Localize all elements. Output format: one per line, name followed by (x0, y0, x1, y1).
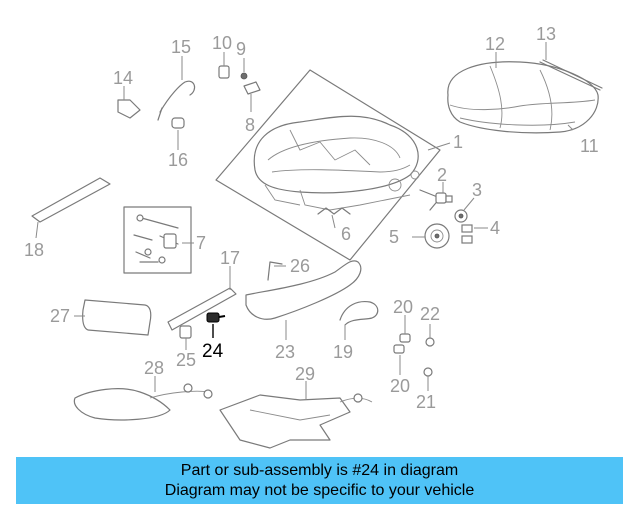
part-27-pad (82, 299, 152, 336)
callout-labels: 1 2 3 4 5 6 7 8 9 10 11 12 13 14 15 16 1… (24, 24, 599, 412)
part-17-rail (167, 287, 237, 331)
part-11-cushion (447, 61, 599, 134)
callout-20-upper: 20 (393, 297, 413, 317)
callout-1: 1 (453, 132, 463, 152)
part-23-side-shield (245, 260, 362, 320)
callout-25: 25 (176, 350, 196, 370)
callout-10: 10 (212, 33, 232, 53)
part-24-screw (206, 312, 226, 323)
callout-2: 2 (437, 165, 447, 185)
banner-line-disclaimer: Diagram may not be specific to your vehi… (164, 482, 475, 499)
callout-11: 11 (580, 136, 599, 156)
leader-lines (35, 42, 574, 400)
callout-26: 26 (290, 256, 310, 276)
part-info-banner: Part or sub-assembly is #24 in diagram D… (16, 457, 623, 504)
callout-17: 17 (220, 248, 240, 268)
part-18-trim (31, 177, 111, 223)
callout-5: 5 (389, 227, 399, 247)
part-5-recliner (424, 223, 450, 249)
callout-15: 15 (171, 37, 191, 57)
callout-27: 27 (50, 306, 70, 326)
part-2-bracket (435, 192, 453, 204)
part-28-harness (73, 383, 213, 421)
part-3-nut (454, 209, 468, 223)
callout-14: 14 (113, 68, 133, 88)
part-16-knob (171, 117, 185, 129)
callout-7: 7 (196, 233, 206, 253)
callout-29: 29 (295, 364, 315, 384)
part-25-bushing (179, 325, 192, 339)
callout-24: 24 (202, 341, 224, 362)
callout-16: 16 (168, 150, 188, 170)
part-14-cover (117, 99, 141, 119)
part-20-screw-lower (393, 344, 405, 354)
callout-9: 9 (236, 39, 246, 59)
part-7-hardware-kit (123, 206, 192, 274)
part-10-screw (218, 65, 230, 79)
callout-12: 12 (485, 34, 505, 54)
part-21-clip (423, 367, 433, 377)
callout-4: 4 (490, 218, 500, 238)
callout-13: 13 (536, 24, 556, 44)
banner-line-part: Part or sub-assembly is #24 in diagram (180, 462, 459, 479)
part-19-handle (339, 300, 379, 326)
part-22-clip (425, 337, 435, 347)
callout-8: 8 (245, 115, 255, 135)
callout-20-lower: 20 (390, 376, 410, 396)
callout-18: 18 (24, 240, 44, 260)
part-1-seat-frame (215, 69, 441, 261)
part-15-cable (157, 80, 196, 121)
callout-21: 21 (416, 392, 436, 412)
callout-23: 23 (275, 342, 295, 362)
part-26-bolt (267, 261, 283, 281)
part-8-clip (243, 81, 261, 95)
seat-parts-diagram: 1 2 3 4 5 6 7 8 9 10 11 12 13 14 15 16 1… (24, 24, 603, 449)
callout-3: 3 (472, 180, 482, 200)
part-4-bolt (461, 224, 473, 244)
part-29-heater-mat (219, 393, 373, 449)
part-9-nut (240, 72, 248, 80)
callout-6: 6 (341, 224, 351, 244)
part-13-wire (539, 59, 603, 91)
part-6-spring (317, 207, 351, 215)
callout-22: 22 (420, 304, 440, 324)
part-20-screw-upper (399, 333, 411, 343)
callout-28: 28 (144, 358, 164, 378)
callout-19: 19 (333, 342, 353, 362)
